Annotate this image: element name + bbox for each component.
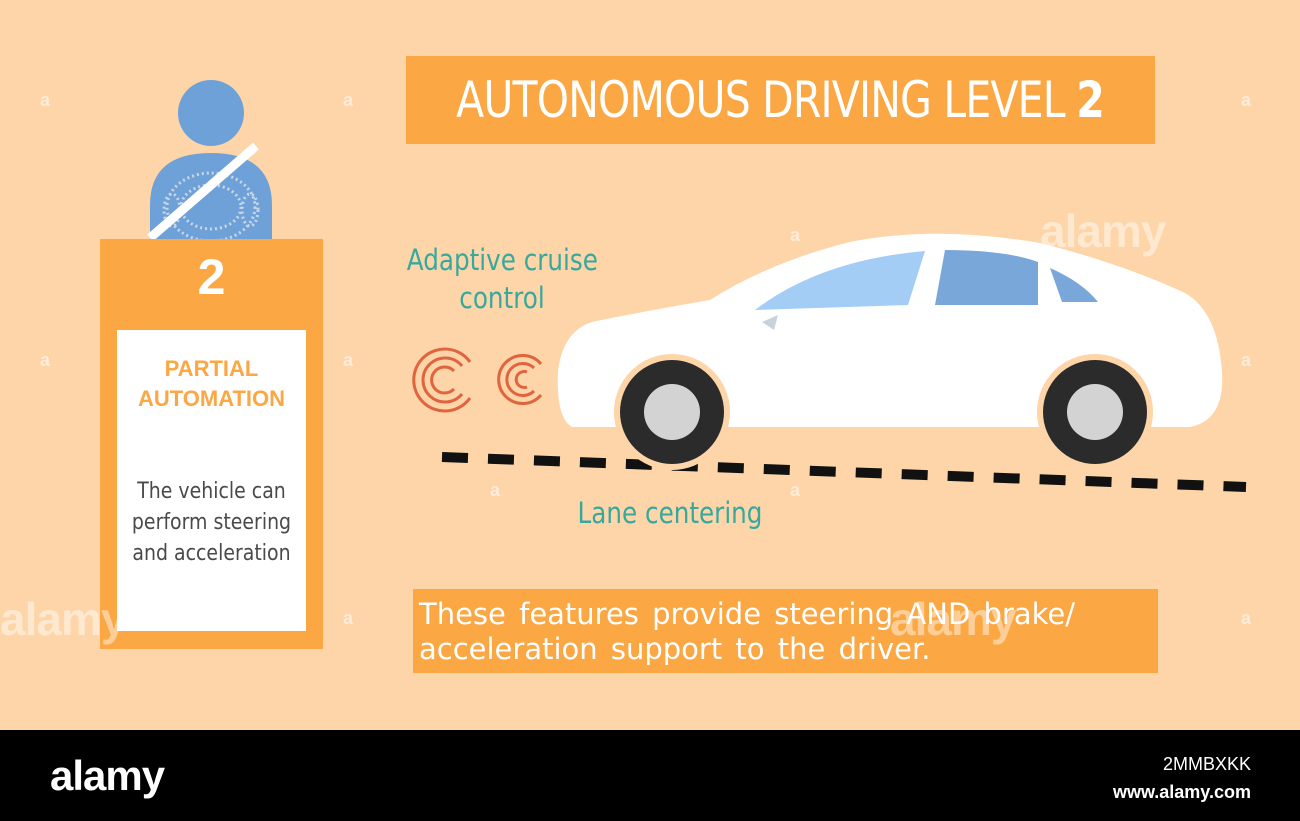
watermark-mark: a [1241,608,1252,628]
footer-logo: alamy [50,752,165,799]
watermark-mark: a [343,608,354,628]
watermark-mark: a [790,480,801,500]
radar-signal-icon [412,347,543,413]
level-name-line1: PARTIAL [164,356,259,381]
seatbelt-icon [147,142,259,242]
level-name: PARTIAL AUTOMATION [117,354,306,414]
watermark-mark: a [1241,350,1252,370]
title-level-number: 2 [1076,71,1106,129]
watermark: alamy [0,593,126,645]
lane-markings [441,452,1247,492]
level-name-line2: AUTOMATION [137,386,286,411]
adaptive-cruise-label: Adaptive cruise control [406,241,598,317]
title-text: AUTONOMOUS DRIVING LEVEL [456,71,1066,129]
watermark: alamy [1040,205,1166,257]
summary-line2: acceleration support to the driver. [419,632,931,666]
watermark-mark: a [343,90,354,110]
level-desc-line1: The vehicle can [137,479,286,504]
footer-url: www.alamy.com [1112,782,1251,802]
lane-centering-label: Lane centering [577,496,763,530]
summary-text: These features provide steering AND brak… [419,597,1154,667]
illustration-layer [147,80,1247,492]
car-icon [557,233,1223,470]
watermark-mark: a [1241,90,1252,110]
level-number: 2 [197,249,226,305]
level-card-body: PARTIAL AUTOMATION The vehicle can perfo… [117,330,306,631]
watermark-mark: a [40,90,51,110]
level-desc-line3: and acceleration [132,541,291,566]
summary-box: These features provide steering AND brak… [413,589,1158,673]
image-id: 2MMBXKK [1162,754,1251,774]
watermark-mark: a [40,350,51,370]
summary-line1: These features provide steering AND brak… [419,597,1075,631]
footer-bar: alamy 2MMBXKK www.alamy.com [0,730,1300,821]
watermark-mark: a [790,225,801,245]
watermark-mark: a [490,480,501,500]
acc-label-line1: Adaptive cruise [406,243,598,277]
watermark: alamy [890,593,1016,645]
acc-label-line2: control [459,281,545,315]
watermark-mark: a [343,350,354,370]
level-desc-line2: perform steering [131,510,292,535]
level-description: The vehicle can perform steering and acc… [130,476,293,569]
driver-icon [150,80,272,240]
